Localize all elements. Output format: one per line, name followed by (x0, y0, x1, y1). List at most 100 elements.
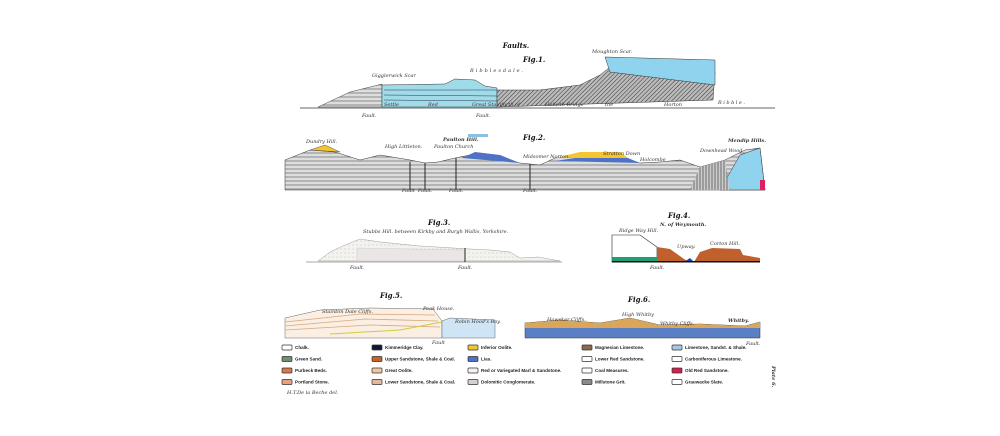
legend-label: Upper Sandstone, Shale & Coal. (385, 357, 455, 362)
fig1-label: Settle (384, 102, 399, 108)
fig1-label: Great Stainforth (472, 102, 514, 108)
legend-swatch (281, 379, 293, 385)
fig1-label: of (515, 102, 521, 108)
legend-item: Old Red Sandstone. (671, 367, 729, 374)
legend-swatch (581, 379, 593, 385)
legend-label: Great Oolite. (385, 368, 413, 373)
legend-label: Grauwacke Slate. (685, 380, 723, 385)
legend-item: Lias. (467, 356, 491, 362)
fig2-label: Paulton Church (433, 144, 473, 150)
fig2-label: High Littleton. (384, 144, 423, 150)
legend-swatch (467, 367, 479, 374)
legend-item: Chalk. (281, 344, 309, 351)
legend-item: Millstone Grit. (581, 379, 626, 385)
fault-label: Fault. (417, 188, 433, 194)
fig5-label: Stainton Dale Cliffs. (322, 309, 373, 315)
fig6-section: Fig.6. Hawsker Cliffs. High Whitby Whitb… (524, 295, 761, 347)
legend-item: Coal Measures. (581, 367, 629, 374)
fig5-title: Fig.5. (379, 291, 402, 300)
legend-swatch (371, 344, 383, 351)
legend-swatch (281, 344, 293, 351)
fault-label: Fault. (522, 188, 538, 194)
legend-item: Kimmeridge Clay. (371, 344, 423, 351)
fault-label: Fault. (448, 188, 464, 194)
fig1-label: Red (427, 102, 438, 108)
legend-label: Magnesian Limestone. (595, 345, 644, 350)
fig2-label: Stratton Down (603, 151, 640, 157)
legend-label: Chalk. (295, 345, 309, 350)
fig2-section: Fig.2. Dundry Hill. High Littleton. Paul… (284, 133, 766, 194)
legend-item: Portland Stone. (281, 379, 329, 385)
legend-label: Inferior Oolite. (481, 345, 512, 350)
legend-swatch (581, 367, 593, 374)
fig4-title: Fig.4. (667, 211, 690, 220)
legend-label: Lower Sandstone, Shale & Coal. (385, 380, 455, 385)
legend-swatch (671, 367, 683, 374)
fig6-label: Hawsker Cliffs. (546, 317, 586, 323)
legend-item: Red or Variegated Marl & Sandstone. (467, 367, 561, 374)
plate-number: Plate 6. (770, 365, 776, 388)
fig2-label: Dundry Hill. (305, 139, 338, 145)
fig1-label: Helwith Bridge (544, 102, 584, 108)
legend-swatch (371, 367, 383, 374)
fig1-title: Fig.1. (522, 55, 545, 64)
fig6-label: High Whitby (621, 312, 654, 318)
legend-item: Magnesian Limestone. (581, 344, 644, 351)
legend-label: Kimmeridge Clay. (385, 345, 423, 350)
fig3-title: Fig.3. (427, 218, 450, 227)
fig1-label: Ribble. (717, 100, 746, 106)
fig3-subtitle: Stubbs Hill. between Kirkby and Burgh Wa… (363, 229, 509, 235)
fig4-label: Upway. (677, 244, 696, 250)
legend-label: Carboniferous Limestone. (685, 357, 742, 362)
fault-label: Fault. (745, 341, 761, 347)
fig6-title: Fig.6. (627, 295, 650, 304)
legend-swatch (281, 367, 293, 374)
legend-item: Upper Sandstone, Shale & Coal. (371, 356, 455, 362)
legend-item: Grauwacke Slate. (671, 379, 723, 385)
legend-item: Lower Red Sandstone. (581, 356, 645, 362)
legend-label: Coal Measures. (595, 368, 629, 373)
legend-label: Dolomitic Conglomerate. (481, 380, 535, 385)
fig4-subtitle: N. of Weymouth. (659, 222, 706, 228)
legend-item: Green Sand. (281, 356, 322, 362)
fault-label: Fault (431, 340, 446, 346)
legend-label: Old Red Sandstone. (685, 368, 729, 373)
fig6-label: Whitby Cliffs. (660, 321, 695, 327)
legend-label: Millstone Grit. (595, 380, 626, 385)
plate-title: Faults. (502, 41, 529, 50)
fig1-label: Horton (663, 102, 682, 108)
legend-item: Dolomitic Conglomerate. (467, 379, 535, 385)
fig3-section: Fig.3. Stubbs Hill. between Kirkby and B… (306, 218, 562, 271)
legend-item: Carboniferous Limestone. (671, 356, 742, 362)
legend-swatch (371, 356, 383, 362)
legend-label: Portland Stone. (295, 380, 329, 385)
fig4-label: Corton Hill. (710, 241, 740, 247)
fig5-label: Robin Hood's Bay. (454, 319, 501, 325)
legend-label: Lias. (481, 357, 491, 362)
legend-swatch (281, 356, 293, 362)
legend-swatch (671, 344, 683, 351)
legend-item: Great Oolite. (371, 367, 413, 374)
legend: Chalk. Green Sand. Purbeck Beds. Portland S… (281, 344, 747, 385)
legend-item: Limestone, Sandst. & Shale. (671, 344, 747, 351)
fig2-title: Fig.2. (522, 133, 545, 142)
legend-swatch (371, 379, 383, 385)
fig1-label: the (605, 102, 613, 108)
legend-label: Limestone, Sandst. & Shale. (685, 345, 747, 350)
fig2-label: Downhead Wood (699, 148, 743, 154)
legend-swatch (671, 379, 683, 385)
legend-swatch (581, 356, 593, 362)
fig2-label: Holcombe (639, 157, 666, 163)
fig4-section: Fig.4. N. of Weymouth. Ridge Way Hill. U… (611, 211, 760, 271)
fig1-label: Gigglerwick Scar (372, 73, 416, 79)
fault-label: Fault. (475, 113, 491, 119)
legend-label: Red or Variegated Marl & Sandstone. (481, 368, 561, 373)
fig1-section: Fig.1. Ribblesdale. Gigglerwick Scar Mou… (300, 49, 775, 119)
fig5-section: Fig.5. Stainton Dale Cliffs. Peak House.… (284, 291, 501, 346)
legend-label: Purbeck Beds. (295, 368, 327, 373)
fig5-label: Peak House. (422, 306, 455, 312)
fig4-label: Ridge Way Hill. (618, 228, 659, 234)
fault-label: Fault. (361, 113, 377, 119)
fault-label: Fault. (349, 265, 365, 271)
